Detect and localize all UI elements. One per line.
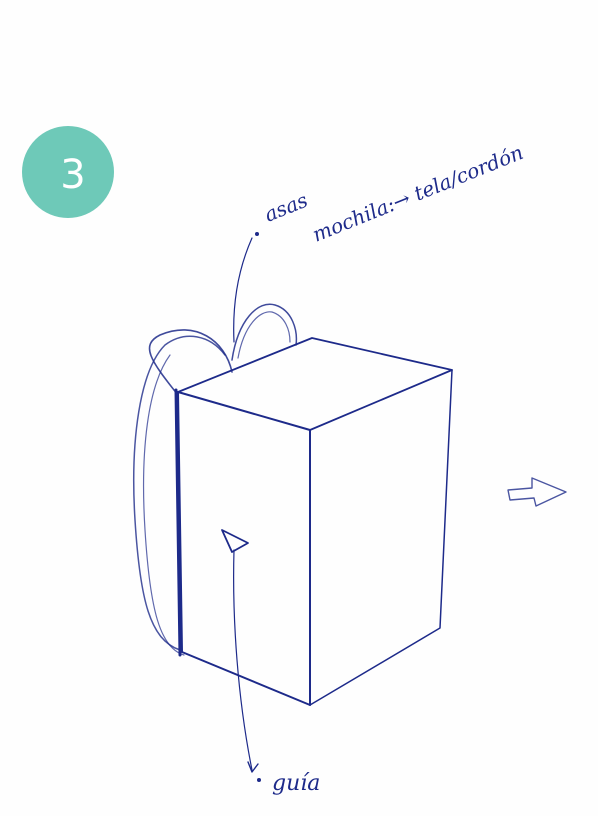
box-front-face (178, 392, 310, 705)
guide-arrowhead (248, 762, 258, 772)
guide-leader (234, 550, 252, 770)
asas-dot (255, 232, 259, 236)
label-mochila: mochila:→ tela/cordón (309, 140, 527, 247)
guide-marker (222, 530, 248, 552)
box-top-face (178, 338, 452, 430)
strap-right-2 (238, 312, 290, 358)
strap-outer-left (150, 330, 232, 395)
label-asas: asas (261, 188, 311, 227)
label-guia: guía (272, 771, 320, 796)
guia-dot (257, 778, 261, 782)
right-arrow-icon (508, 478, 566, 506)
